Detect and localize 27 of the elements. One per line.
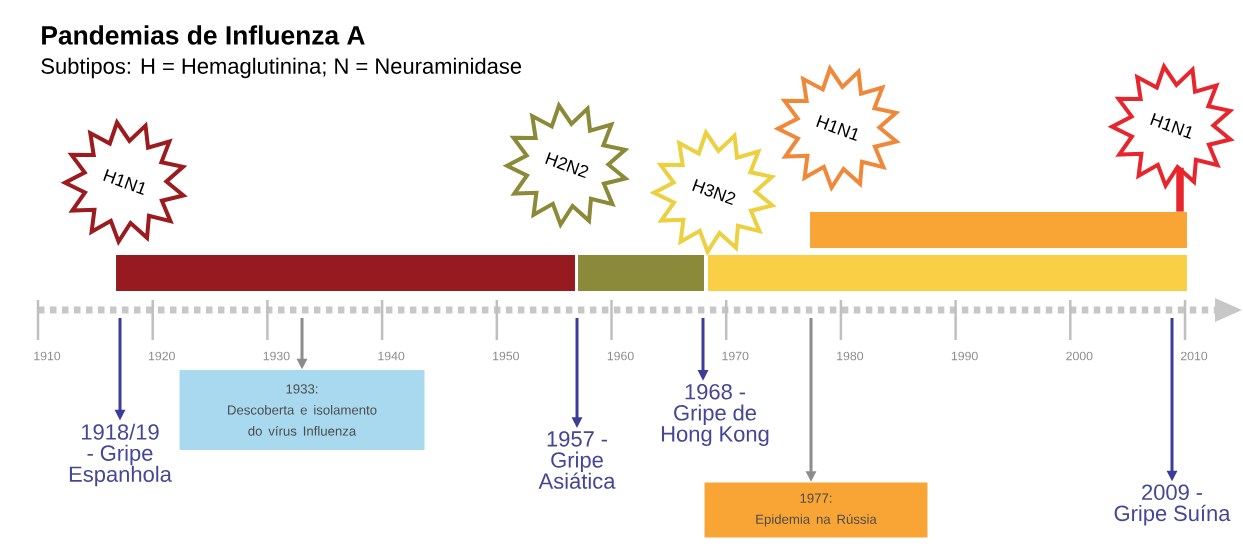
year-label: 1990 xyxy=(951,351,978,361)
year-label: 2000 xyxy=(1066,351,1093,361)
event-box: 1977: Epidemia na Rússia xyxy=(704,482,928,538)
period-bar xyxy=(116,255,575,291)
year-label: 1930 xyxy=(263,351,290,361)
event-label: 1968 - Gripe de Hong Kong xyxy=(662,384,769,446)
year-label: 1980 xyxy=(837,351,864,361)
year-label: 1960 xyxy=(607,351,634,361)
year-label: 1920 xyxy=(148,351,175,361)
event-label: 1918/19 - Gripe Espanhola xyxy=(69,423,172,487)
period-bar xyxy=(578,255,704,291)
starburst: H1N1 xyxy=(60,118,188,247)
year-label: 2010 xyxy=(1180,351,1208,361)
period-bar xyxy=(708,255,1187,291)
year-label: 1910 xyxy=(34,351,61,361)
event-box: 1933: Descoberta e isolamento do vírus Influenza xyxy=(179,370,425,450)
starburst: H3N2 xyxy=(649,128,777,257)
subtitle: Subtipos: H = Hemaglutinina; N = Neuraminidase xyxy=(41,57,522,79)
event-label: 2009 - Gripe Suína xyxy=(1114,484,1231,526)
year-label: 1950 xyxy=(493,351,519,361)
starburst: H2N2 xyxy=(502,101,630,230)
starburst: H1N1 xyxy=(773,64,901,193)
period-bar xyxy=(810,212,1187,248)
title: Pandemias de Influenza A xyxy=(42,25,365,45)
event-label: 1957 - Gripe Asiática xyxy=(538,431,616,489)
starburst: H1N1 xyxy=(1107,62,1235,191)
year-label: 1970 xyxy=(722,351,749,361)
